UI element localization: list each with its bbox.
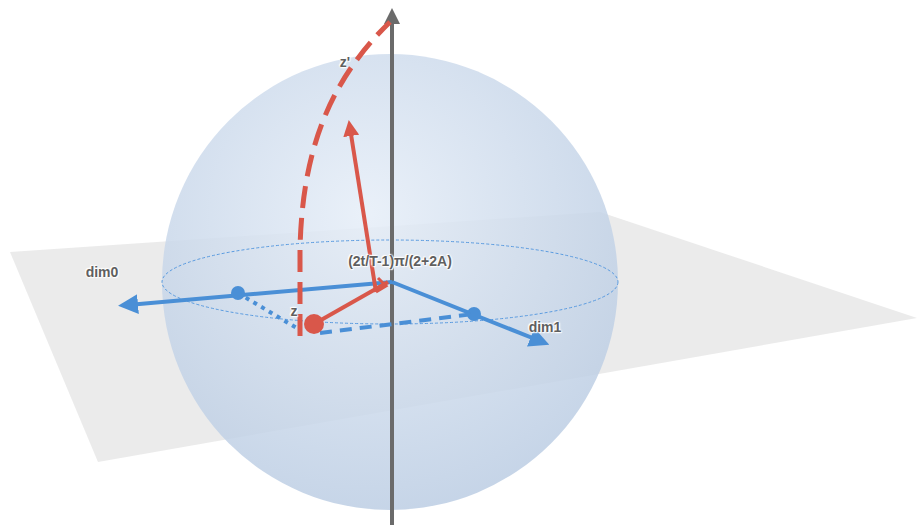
dim1-axis xyxy=(392,282,540,341)
point-label: z xyxy=(291,303,298,319)
axis-label: dim0 xyxy=(86,264,119,280)
rotation-path xyxy=(300,22,390,336)
axis-label: dim1 xyxy=(529,319,562,335)
z-point xyxy=(304,314,324,334)
angle-mark xyxy=(376,278,386,292)
projection-line xyxy=(320,314,474,333)
vertical-axis xyxy=(390,16,394,525)
angle-label: (2t/T-1)π/(2+2A) xyxy=(348,253,452,269)
point-label: z' xyxy=(340,54,350,70)
projection-line xyxy=(238,293,300,330)
